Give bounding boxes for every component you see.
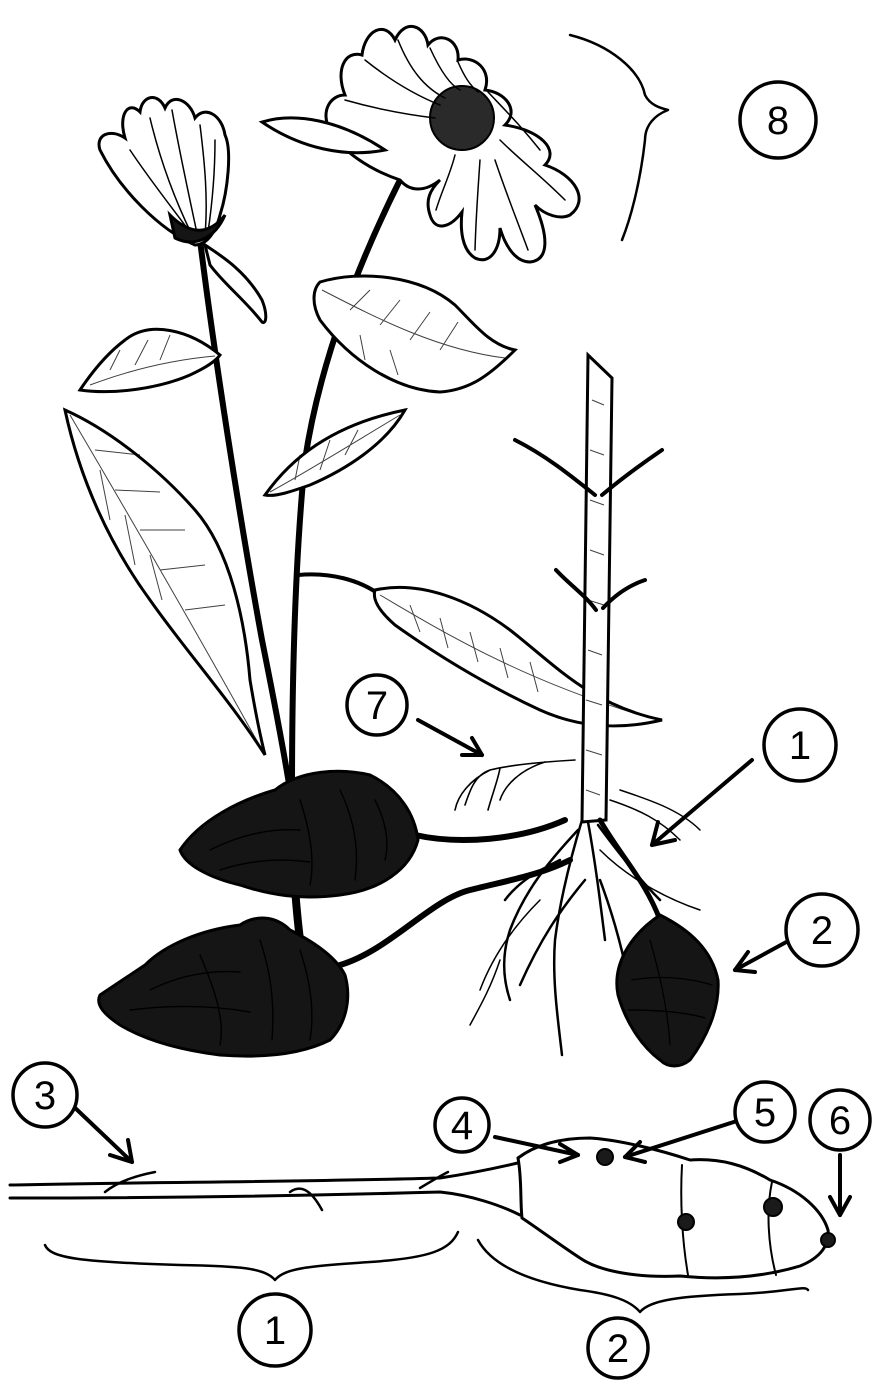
brace-rhizome [45,1232,458,1280]
arrow-bud-right [625,1120,740,1157]
tuber-right [617,915,718,1066]
bud-top [597,1149,613,1165]
cut-stem [515,355,662,822]
bud-side [764,1198,782,1216]
leaf-right-lower [374,587,662,726]
label-7-text: 7 [366,684,388,728]
label-1-top: 1 [764,709,836,781]
label-5: 5 [735,1082,795,1142]
label-8: 8 [740,82,816,158]
leaf-petiole [298,574,380,595]
label-2-top: 2 [786,894,858,966]
arrow-rhizome-top [652,760,752,845]
label-3: 3 [13,1063,77,1127]
bud-middle [678,1214,694,1230]
leaf-left-upper [80,329,220,391]
label-2-bottom-text: 2 [607,1327,629,1371]
stolon-upper [415,820,565,840]
label-2-top-text: 2 [811,909,833,953]
plant-illustration [65,26,718,1066]
leaf-left-small [205,245,266,323]
label-5-text: 5 [754,1091,776,1135]
label-6: 6 [810,1090,870,1150]
arrow-tuber-top [735,940,790,970]
brace-shoot [570,35,668,240]
bud-apex [821,1233,835,1247]
label-4: 4 [435,1098,489,1152]
label-1-bottom: 1 [239,1294,311,1366]
arrow-scale-leaf [72,1105,132,1162]
leaf-left-large [65,410,265,755]
label-2-bottom: 2 [588,1318,648,1378]
flower-bud-left [99,97,229,245]
label-7: 7 [347,675,407,735]
rhizome-upper-line [10,1160,530,1185]
tuber-upper [180,771,418,897]
label-4-text: 4 [451,1104,473,1148]
rhizome-lower-line [10,1192,520,1215]
label-1-bottom-text: 1 [264,1309,286,1353]
label-8-text: 8 [767,99,789,143]
label-1-top-text: 1 [789,724,811,768]
label-6-text: 6 [829,1099,851,1143]
rhizome-tuber-diagram [10,1138,835,1278]
flower-open-right [262,26,579,262]
label-3-text: 3 [34,1074,56,1118]
